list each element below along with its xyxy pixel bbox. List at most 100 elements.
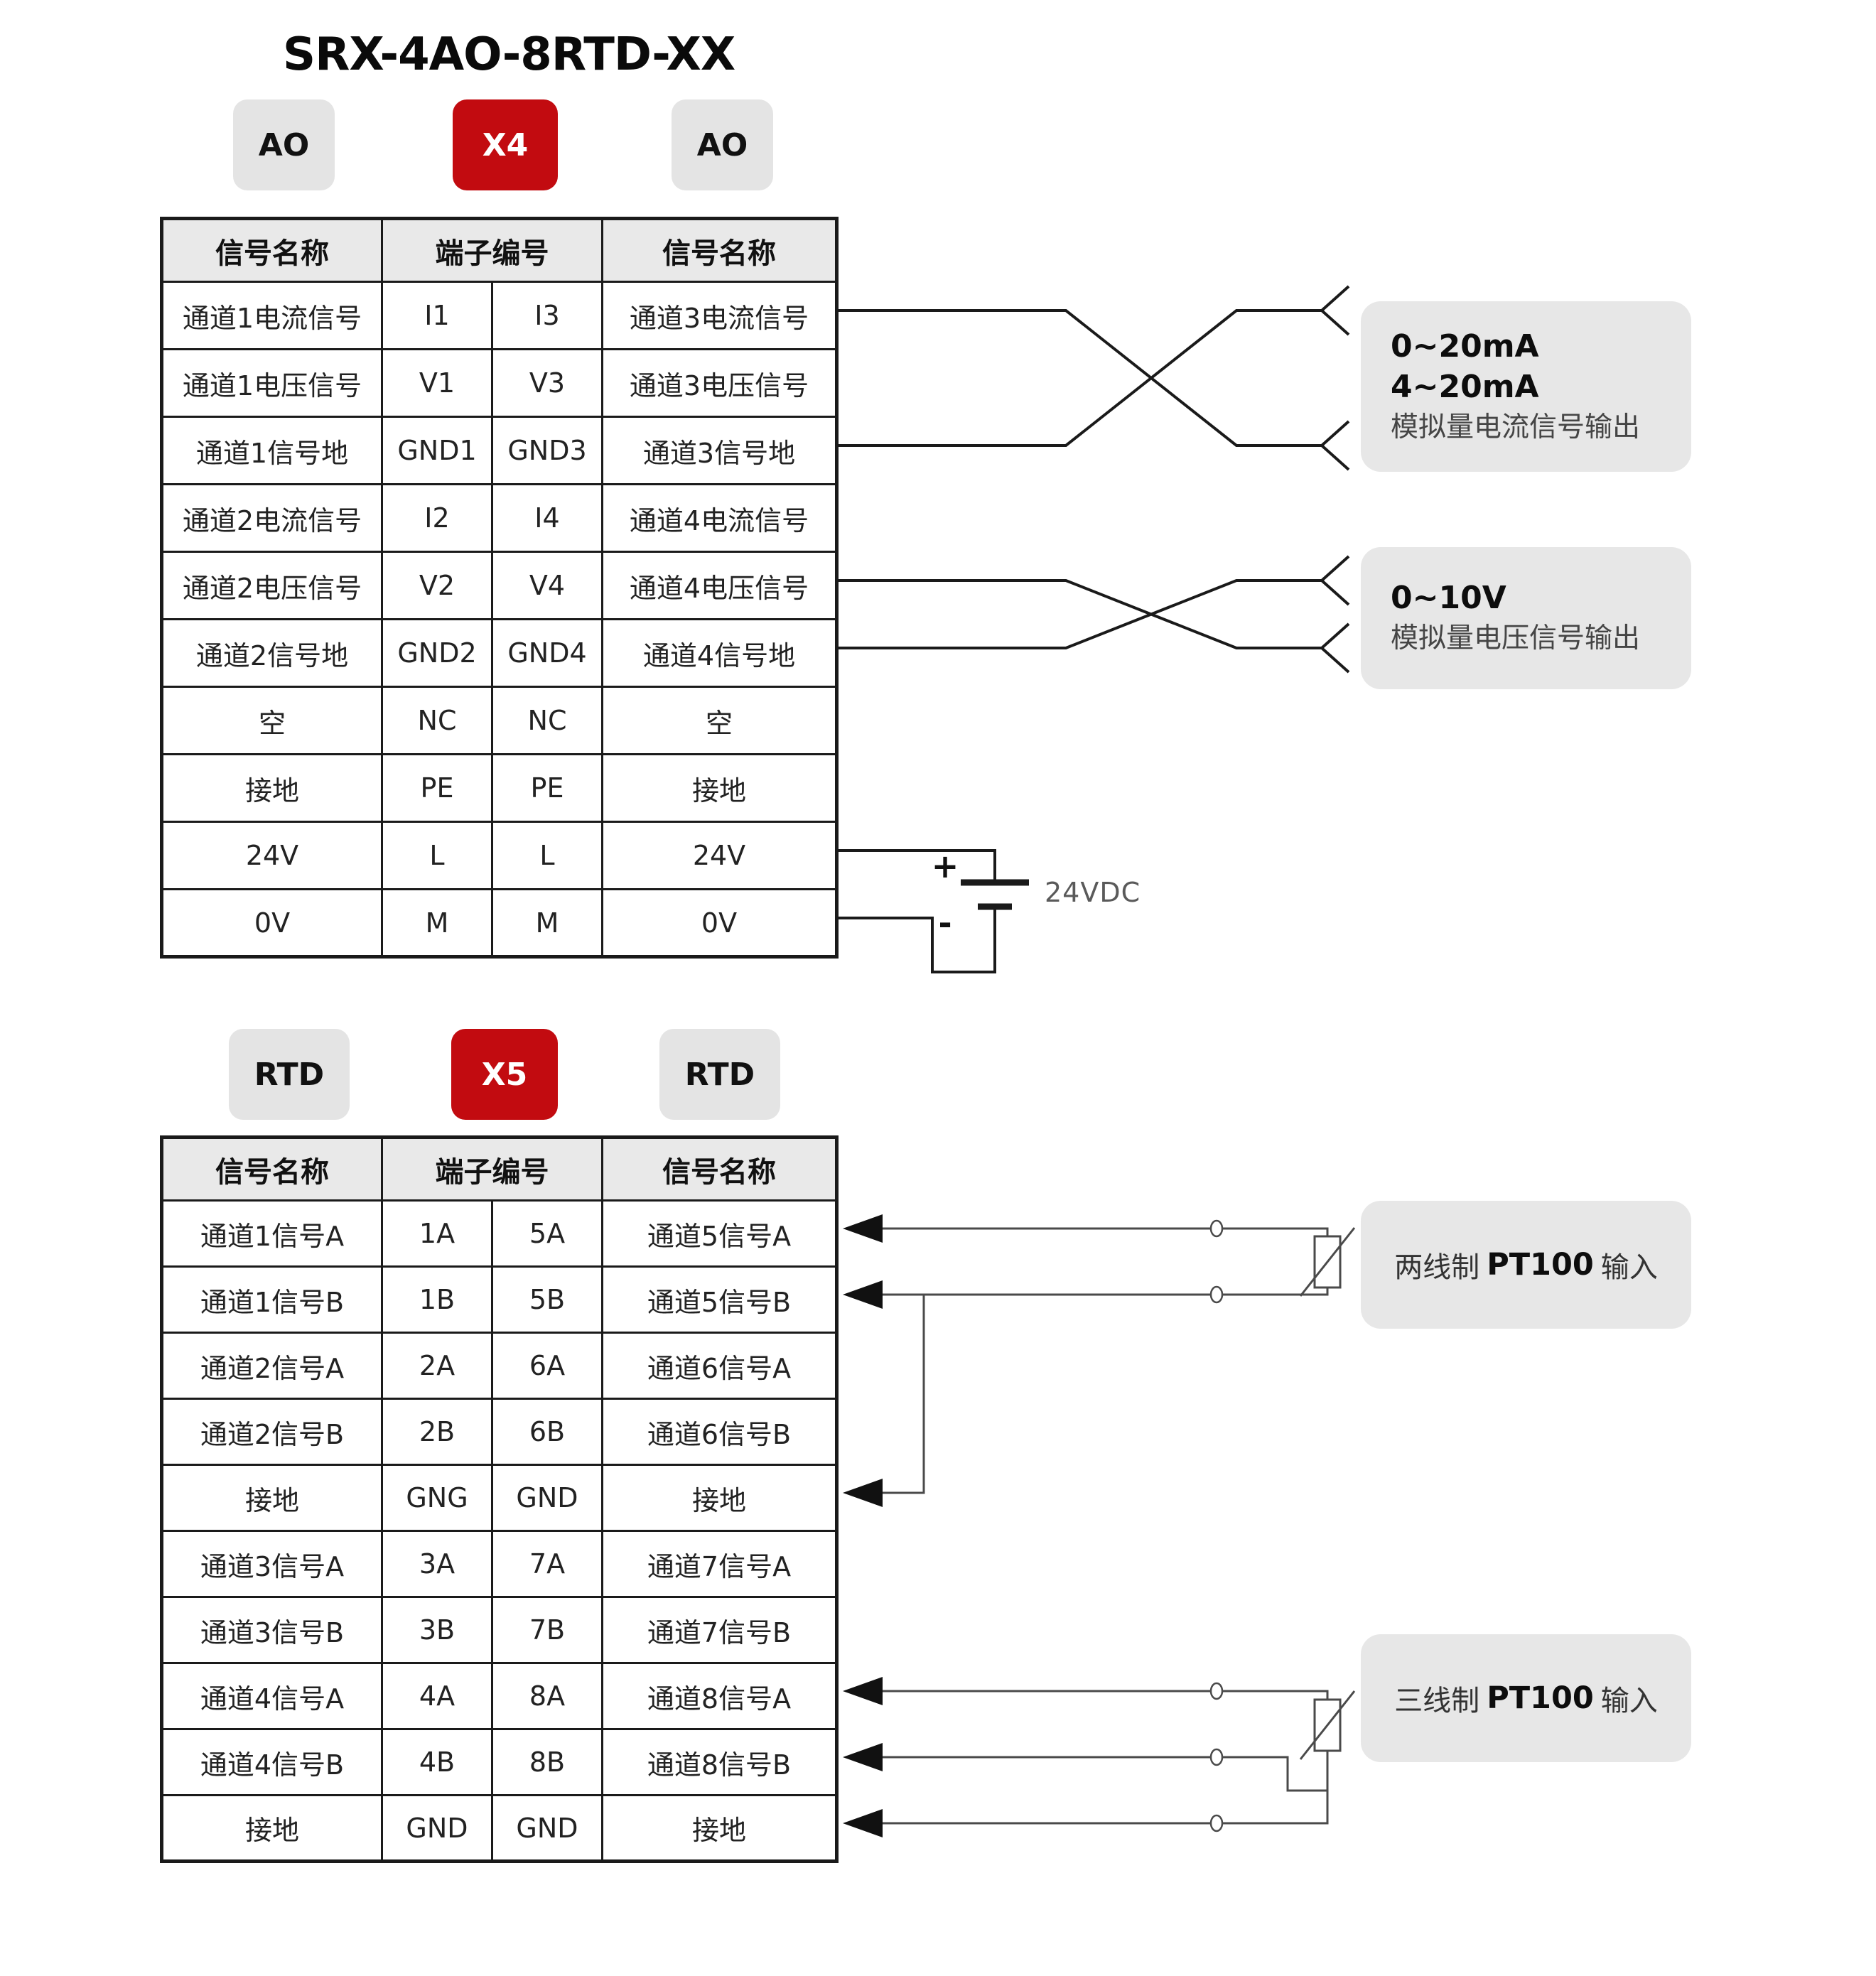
ao-header-signal-right: 信号名称 [601,217,838,283]
table-cell: GND [381,1794,493,1862]
ao-header-terminal: 端子编号 [381,217,603,283]
table-cell: 6A [491,1332,603,1400]
pt100-two-wire-circuit [843,1214,1356,1507]
two-wire-suffix: 输入 [1600,1251,1658,1284]
ao-current-output-wires [835,285,1350,471]
table-cell: 通道7信号B [601,1596,838,1664]
table-cell: 通道2信号A [161,1332,383,1400]
table-cell: 1A [381,1199,493,1268]
power-supply-circuit [835,849,1029,973]
table-cell: 通道2信号B [161,1398,383,1466]
three-wire-pt100: PT100 [1487,1680,1594,1716]
table-cell: V1 [381,348,493,418]
table-cell: 接地 [161,753,383,823]
table-cell: GND [491,1464,603,1532]
table-cell: 通道4电流信号 [601,483,838,553]
table-cell: GNG [381,1464,493,1532]
table-cell: PE [491,753,603,823]
table-cell: M [491,888,603,958]
table-cell: V4 [491,551,603,620]
table-cell: 通道8信号A [601,1662,838,1730]
table-cell: 0V [601,888,838,958]
table-cell: 0V [161,888,383,958]
arrowhead-left-icon [843,1280,883,1309]
wire-junction-icon [1209,1682,1224,1700]
table-cell: 通道1信号B [161,1265,383,1334]
arrowhead-left-icon [843,1743,883,1771]
table-cell: 通道1电压信号 [161,348,383,418]
table-cell: I3 [491,281,603,350]
table-cell: 通道3电压信号 [601,348,838,418]
table-cell: 通道8信号B [601,1728,838,1796]
table-cell: 通道1电流信号 [161,281,383,350]
table-cell: 8A [491,1662,603,1730]
table-cell: L [381,821,493,890]
table-cell: 通道2信号地 [161,618,383,688]
power-voltage-label: 24VDC [1045,877,1141,908]
table-cell: 5B [491,1265,603,1334]
table-cell: 空 [601,686,838,755]
two-wire-prefix: 两线制 [1394,1251,1480,1284]
table-cell: 通道4信号A [161,1662,383,1730]
table-cell: 通道2电流信号 [161,483,383,553]
table-cell: 通道4电压信号 [601,551,838,620]
badge-ao-left: AO [233,99,335,190]
table-cell: 通道2电压信号 [161,551,383,620]
table-cell: 通道5信号B [601,1265,838,1334]
table-cell: 4A [381,1662,493,1730]
ao-header-signal-left: 信号名称 [161,217,383,283]
arrowhead-left-icon [843,1677,883,1705]
table-cell: 通道3信号地 [601,416,838,485]
badge-rtd-right: RTD [659,1029,780,1120]
wire-junction-icon [1209,1219,1224,1238]
battery-minus-label: - [938,904,952,942]
table-cell: 通道3信号A [161,1530,383,1598]
table-cell: 8B [491,1728,603,1796]
badge-connector-x5: X5 [451,1029,558,1120]
table-cell: I4 [491,483,603,553]
current-output-note: 0~20mA 4~20mA 模拟量电流信号输出 [1361,301,1691,472]
rtd-header-signal-left: 信号名称 [161,1136,383,1202]
table-cell: V2 [381,551,493,620]
table-cell: 通道4信号B [161,1728,383,1796]
voltage-output-desc: 模拟量电压信号输出 [1391,622,1641,654]
table-cell: GND4 [491,618,603,688]
table-cell: GND3 [491,416,603,485]
badge-rtd-left: RTD [229,1029,350,1120]
current-output-desc: 模拟量电流信号输出 [1391,411,1641,443]
table-cell: 通道5信号A [601,1199,838,1268]
wire-junction-icon [1209,1814,1224,1832]
rtd-header-signal-right: 信号名称 [601,1136,838,1202]
wire-junction-icon [1209,1285,1224,1304]
table-cell: 3B [381,1596,493,1664]
arrowhead-left-icon [843,1809,883,1837]
pt100-three-wire-circuit [843,1677,1356,1837]
table-cell: 通道6信号A [601,1332,838,1400]
table-cell: PE [381,753,493,823]
table-cell: I2 [381,483,493,553]
arrowhead-left-icon [843,1479,883,1507]
current-range-2: 4~20mA [1391,368,1539,405]
table-cell: 通道7信号A [601,1530,838,1598]
table-cell: 6B [491,1398,603,1466]
ao-table-header: 信号名称 端子编号 信号名称 [161,217,838,283]
badge-connector-x4: X4 [453,99,558,190]
table-cell: NC [491,686,603,755]
